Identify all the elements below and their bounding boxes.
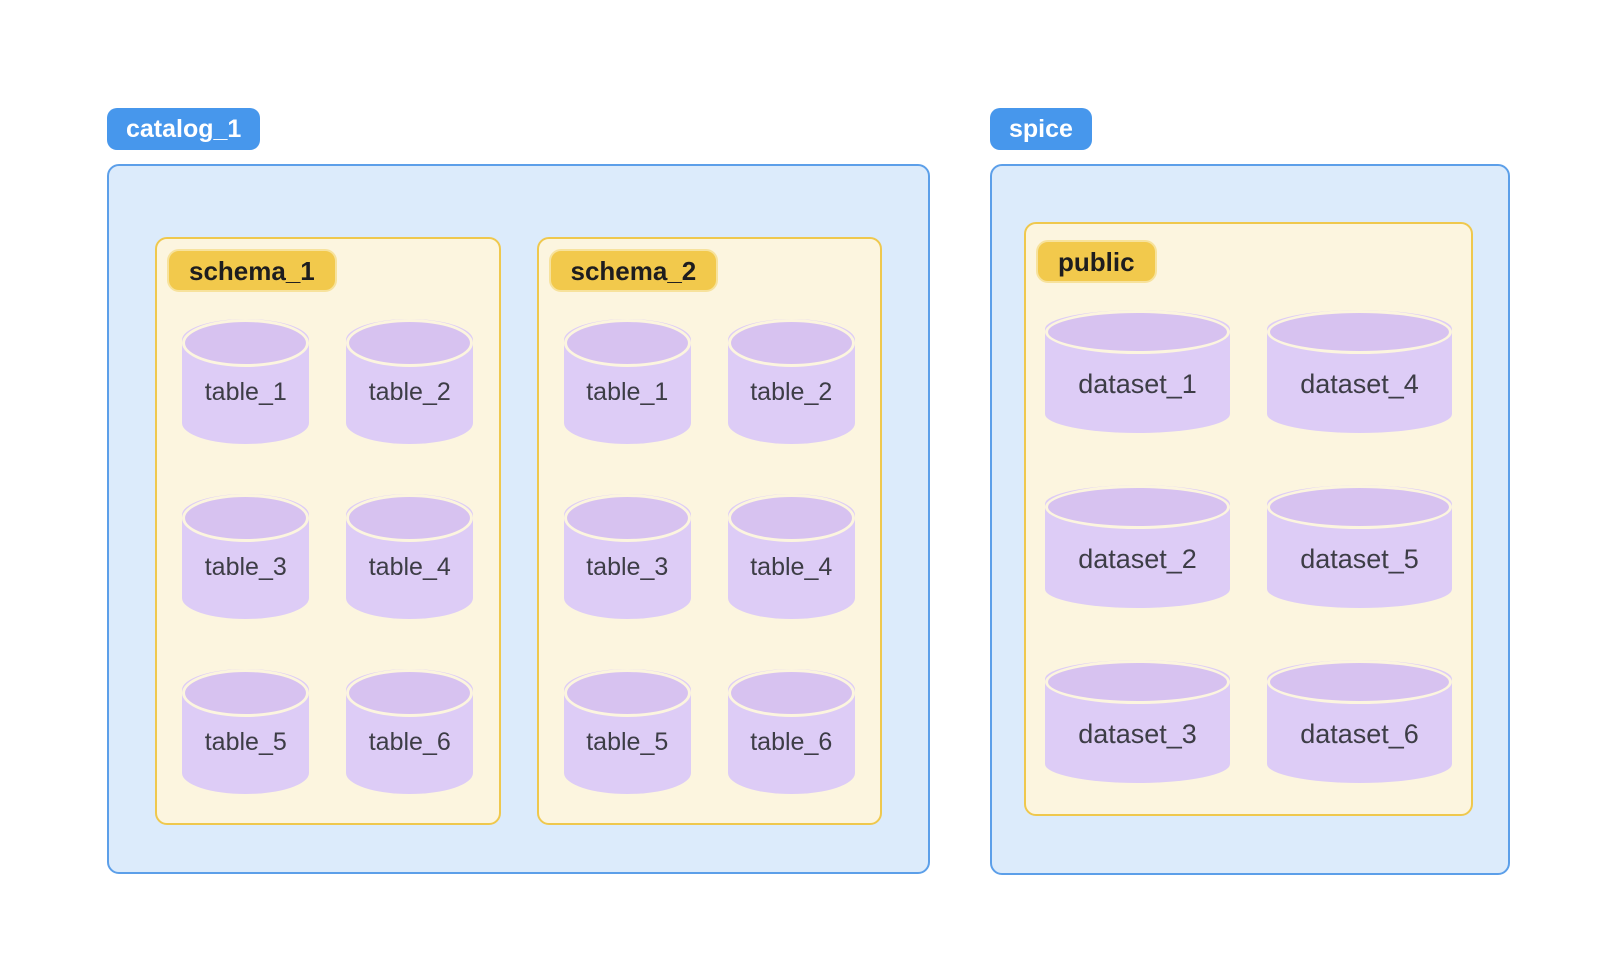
schema-2-label: schema_2 <box>548 249 719 292</box>
table-label: table_2 <box>368 378 451 406</box>
table-label: table_6 <box>368 728 451 756</box>
public-schema-box: public dataset_1 dataset_4 dataset_2 dat… <box>1024 222 1473 816</box>
dataset-label: dataset_2 <box>1078 544 1197 574</box>
spice-group: spice public dataset_1 dataset_4 dataset… <box>990 108 1510 875</box>
dataset-label: dataset_1 <box>1078 369 1197 399</box>
table-label: table_3 <box>586 553 669 581</box>
catalog-1-label: catalog_1 <box>107 108 261 150</box>
database-cylinder-icon: table_2 <box>346 319 474 444</box>
database-cylinder-icon: table_1 <box>563 319 691 444</box>
database-cylinder-icon: table_3 <box>563 494 691 619</box>
dataset-label: dataset_5 <box>1300 544 1419 574</box>
dataset-label: dataset_3 <box>1078 719 1197 749</box>
database-cylinder-icon: table_6 <box>727 669 855 794</box>
schema-1-label: schema_1 <box>167 249 337 292</box>
database-cylinder-icon: table_5 <box>182 669 310 794</box>
database-cylinder-icon: table_2 <box>727 319 855 444</box>
table-label: table_1 <box>204 378 287 406</box>
dataset-label: dataset_4 <box>1300 369 1419 399</box>
dataset-label: dataset_6 <box>1300 719 1419 749</box>
spice-container: public dataset_1 dataset_4 dataset_2 dat… <box>990 164 1510 875</box>
table-label: table_5 <box>204 728 287 756</box>
database-cylinder-icon: table_4 <box>346 494 474 619</box>
database-cylinder-icon: table_6 <box>346 669 474 794</box>
catalog-1-group: catalog_1 schema_1 table_1 table_2 table… <box>107 108 930 874</box>
database-cylinder-icon: dataset_4 <box>1267 310 1452 433</box>
database-cylinder-icon: table_3 <box>182 494 310 619</box>
table-label: table_2 <box>750 378 833 406</box>
table-label: table_4 <box>368 553 451 581</box>
schema-2-box: schema_2 table_1 table_2 table_3 table_4 <box>536 237 882 825</box>
table-label: table_1 <box>586 378 669 406</box>
database-cylinder-icon: dataset_5 <box>1267 485 1452 608</box>
database-cylinder-icon: dataset_1 <box>1045 310 1230 433</box>
table-label: table_4 <box>750 553 833 581</box>
table-label: table_3 <box>204 553 287 581</box>
database-cylinder-icon: table_4 <box>727 494 855 619</box>
spice-label: spice <box>990 108 1092 150</box>
database-cylinder-icon: dataset_3 <box>1045 660 1230 783</box>
public-schema-label: public <box>1036 240 1157 283</box>
schema-1-box: schema_1 table_1 table_2 table_3 table_4 <box>155 237 501 825</box>
catalog-1-container: schema_1 table_1 table_2 table_3 table_4 <box>107 164 930 874</box>
database-cylinder-icon: dataset_6 <box>1267 660 1452 783</box>
table-label: table_5 <box>586 728 669 756</box>
database-cylinder-icon: dataset_2 <box>1045 485 1230 608</box>
database-cylinder-icon: table_5 <box>563 669 691 794</box>
database-cylinder-icon: table_1 <box>182 319 310 444</box>
schema-2-table-grid: table_1 table_2 table_3 table_4 table_5 <box>549 319 871 794</box>
public-dataset-grid: dataset_1 dataset_4 dataset_2 dataset_5 … <box>1036 310 1461 783</box>
table-label: table_6 <box>750 728 833 756</box>
schema-1-table-grid: table_1 table_2 table_3 table_4 table_5 <box>167 319 489 794</box>
